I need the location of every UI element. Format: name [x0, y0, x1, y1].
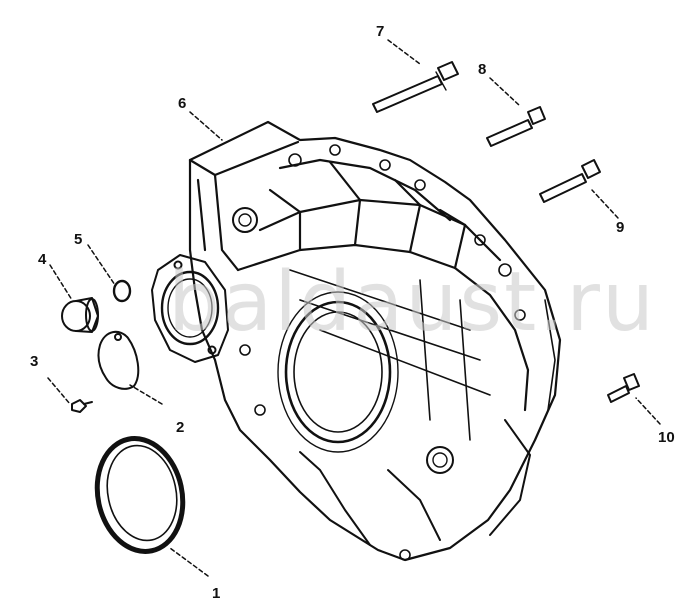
bolt-10	[607, 373, 640, 403]
callout-8: 8	[478, 61, 486, 78]
bolt-8	[486, 106, 546, 147]
o-ring	[112, 279, 132, 303]
callout-6: 6	[178, 95, 186, 112]
callout-7: 7	[376, 23, 384, 40]
leader-lines	[47, 39, 661, 577]
mounting-flange	[151, 254, 229, 363]
bolt-7	[372, 61, 459, 113]
callout-2: 2	[176, 419, 184, 436]
callout-4: 4	[38, 251, 47, 268]
callout-1: 1	[212, 585, 220, 602]
callout-9: 9	[616, 219, 624, 236]
flywheel-housing	[188, 120, 562, 562]
plug	[61, 297, 99, 333]
seal-ring	[94, 436, 186, 554]
small-screw	[71, 399, 93, 413]
callout-3: 3	[30, 353, 38, 370]
bolt-9	[539, 159, 601, 203]
callout-5: 5	[74, 231, 82, 248]
callout-10: 10	[658, 429, 675, 446]
gasket	[97, 330, 140, 390]
watermark-text: baldaust.ru	[168, 255, 656, 350]
